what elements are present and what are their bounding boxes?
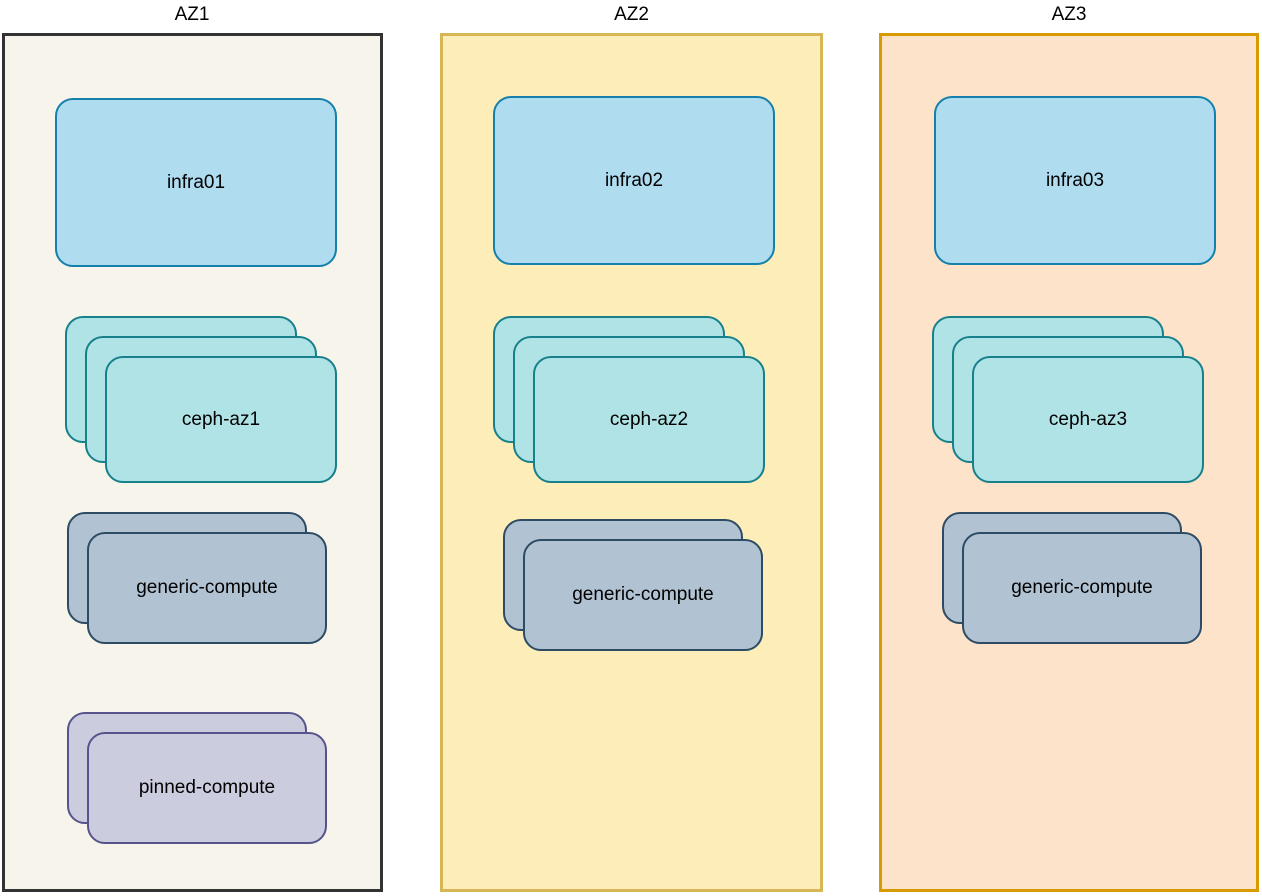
node-group-infra01[interactable]: infra01 bbox=[55, 98, 337, 267]
az-container-az2[interactable]: infra02 ceph-az2 generic-compute bbox=[440, 33, 823, 892]
az-title-az2: AZ2 bbox=[614, 4, 649, 25]
node-group-infra02[interactable]: infra02 bbox=[493, 96, 775, 265]
node-label-ceph-az1: ceph-az1 bbox=[181, 408, 261, 430]
node-card-infra02[interactable]: infra02 bbox=[493, 96, 775, 265]
node-group-ceph-az3[interactable]: ceph-az3 bbox=[932, 316, 1204, 483]
node-card-generic-compute-az1[interactable]: generic-compute bbox=[87, 532, 327, 644]
node-label-infra01: infra01 bbox=[166, 171, 226, 193]
node-label-infra03: infra03 bbox=[1045, 169, 1105, 191]
node-card-infra01[interactable]: infra01 bbox=[55, 98, 337, 267]
az-title-az1: AZ1 bbox=[174, 4, 210, 25]
node-label-ceph-az2: ceph-az2 bbox=[609, 408, 689, 430]
node-group-generic-compute-az3[interactable]: generic-compute bbox=[942, 512, 1202, 644]
az-container-az3[interactable]: infra03 ceph-az3 generic-compute bbox=[879, 33, 1259, 892]
node-card-generic-compute-az2[interactable]: generic-compute bbox=[523, 539, 763, 651]
node-label-generic-compute-az2: generic-compute bbox=[572, 584, 714, 605]
node-group-infra03[interactable]: infra03 bbox=[934, 96, 1216, 265]
node-label-ceph-az3: ceph-az3 bbox=[1048, 408, 1128, 430]
az-container-az1[interactable]: infra01 ceph-az1 generic-compute pinned-com… bbox=[2, 33, 383, 892]
node-group-ceph-az2[interactable]: ceph-az2 bbox=[493, 316, 765, 483]
node-card-infra03[interactable]: infra03 bbox=[934, 96, 1216, 265]
node-card-pinned-compute-az1[interactable]: pinned-compute bbox=[87, 732, 327, 844]
node-group-generic-compute-az2[interactable]: generic-compute bbox=[503, 519, 763, 651]
node-card-ceph-az3[interactable]: ceph-az3 bbox=[972, 356, 1204, 483]
node-label-infra02: infra02 bbox=[604, 169, 664, 191]
node-label-generic-compute-az3: generic-compute bbox=[1011, 577, 1153, 598]
node-card-ceph-az1[interactable]: ceph-az1 bbox=[105, 356, 337, 483]
node-label-pinned-compute-az1: pinned-compute bbox=[138, 777, 276, 798]
az-title-az3: AZ3 bbox=[1051, 4, 1087, 25]
node-card-generic-compute-az3[interactable]: generic-compute bbox=[962, 532, 1202, 644]
node-group-ceph-az1[interactable]: ceph-az1 bbox=[65, 316, 337, 483]
node-label-generic-compute-az1: generic-compute bbox=[136, 577, 278, 598]
node-group-pinned-compute-az1[interactable]: pinned-compute bbox=[67, 712, 327, 844]
node-card-ceph-az2[interactable]: ceph-az2 bbox=[533, 356, 765, 483]
node-group-generic-compute-az1[interactable]: generic-compute bbox=[67, 512, 327, 644]
